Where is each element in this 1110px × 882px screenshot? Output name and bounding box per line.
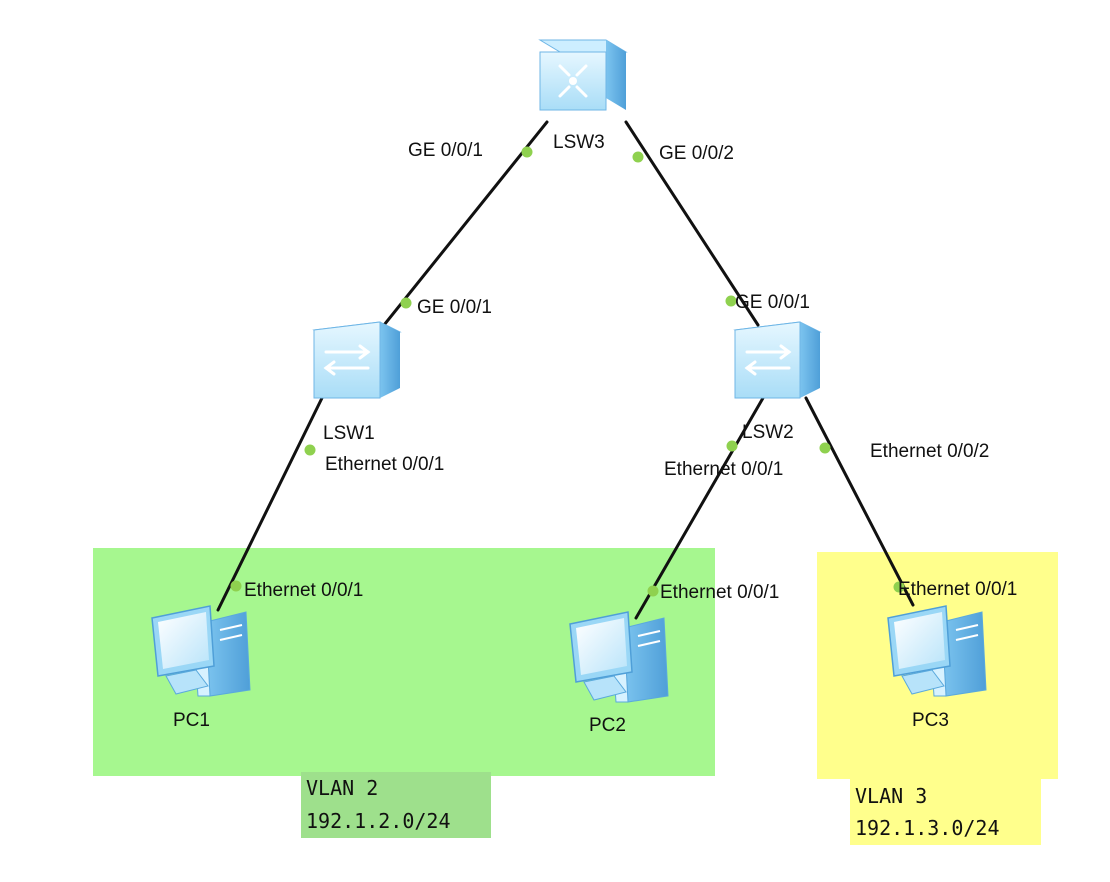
vlan2-tag xyxy=(301,772,491,838)
port-label-lsw3-ge001: GE 0/0/1 xyxy=(408,140,483,161)
vlan3-subnet: 192.1.3.0/24 xyxy=(855,816,1000,840)
link-lsw1-pc1 xyxy=(216,396,324,612)
port-dot-lsw3-ge002 xyxy=(632,151,644,163)
port-dot-lsw1-ge001 xyxy=(400,297,412,309)
device-label-pc3: PC3 xyxy=(912,710,949,731)
port-dot-lsw2-ge001 xyxy=(725,295,737,307)
port-label-pc3-eth001: Ethernet 0/0/1 xyxy=(898,579,1017,600)
device-label-pc1: PC1 xyxy=(173,710,210,731)
port-dot-lsw3-ge001 xyxy=(521,146,533,158)
link-lsw3-lsw1 xyxy=(378,120,549,332)
port-label-pc1-eth001: Ethernet 0/0/1 xyxy=(244,580,363,601)
device-label-pc2: PC2 xyxy=(589,715,626,736)
vlan3-tag xyxy=(850,779,1041,845)
vlan3-name: VLAN 3 xyxy=(855,784,927,808)
port-dot-lsw2-eth001 xyxy=(726,440,738,452)
link-lsw2-pc3 xyxy=(804,396,915,607)
port-label-lsw1-ge001: GE 0/0/1 xyxy=(417,297,492,318)
port-label-lsw2-eth001: Ethernet 0/0/1 xyxy=(664,459,783,480)
vlan2-subnet: 192.1.2.0/24 xyxy=(306,809,451,833)
device-label-lsw2: LSW2 xyxy=(742,422,794,443)
vlan2-name: VLAN 2 xyxy=(306,776,378,800)
device-label-lsw1: LSW1 xyxy=(323,423,375,444)
link-lsw2-pc2 xyxy=(634,396,765,620)
link-lsw3-lsw2 xyxy=(624,120,760,327)
pc-icon-pc3[interactable] xyxy=(887,605,987,697)
port-dot-pc2-eth001 xyxy=(647,585,659,597)
port-dot-pc3-eth001 xyxy=(893,581,905,593)
port-label-lsw1-eth001: Ethernet 0/0/1 xyxy=(325,454,444,475)
switch-icon-lsw2[interactable] xyxy=(733,321,822,399)
port-dot-lsw2-eth002 xyxy=(819,442,831,454)
device-label-lsw3: LSW3 xyxy=(553,132,605,153)
port-label-lsw3-ge002: GE 0/0/2 xyxy=(659,143,734,164)
pc-icon-pc2[interactable] xyxy=(569,611,669,703)
port-label-lsw2-ge001: GE 0/0/1 xyxy=(735,292,810,313)
pc-icon-pc1[interactable] xyxy=(151,605,251,697)
port-dot-pc1-eth001 xyxy=(230,580,242,592)
port-label-pc2-eth001: Ethernet 0/0/1 xyxy=(660,582,779,603)
port-dot-lsw1-eth001 xyxy=(304,444,316,456)
switch-icon-lsw1[interactable] xyxy=(312,321,402,399)
core-switch-icon[interactable] xyxy=(538,39,628,111)
port-label-lsw2-eth002: Ethernet 0/0/2 xyxy=(870,441,989,462)
